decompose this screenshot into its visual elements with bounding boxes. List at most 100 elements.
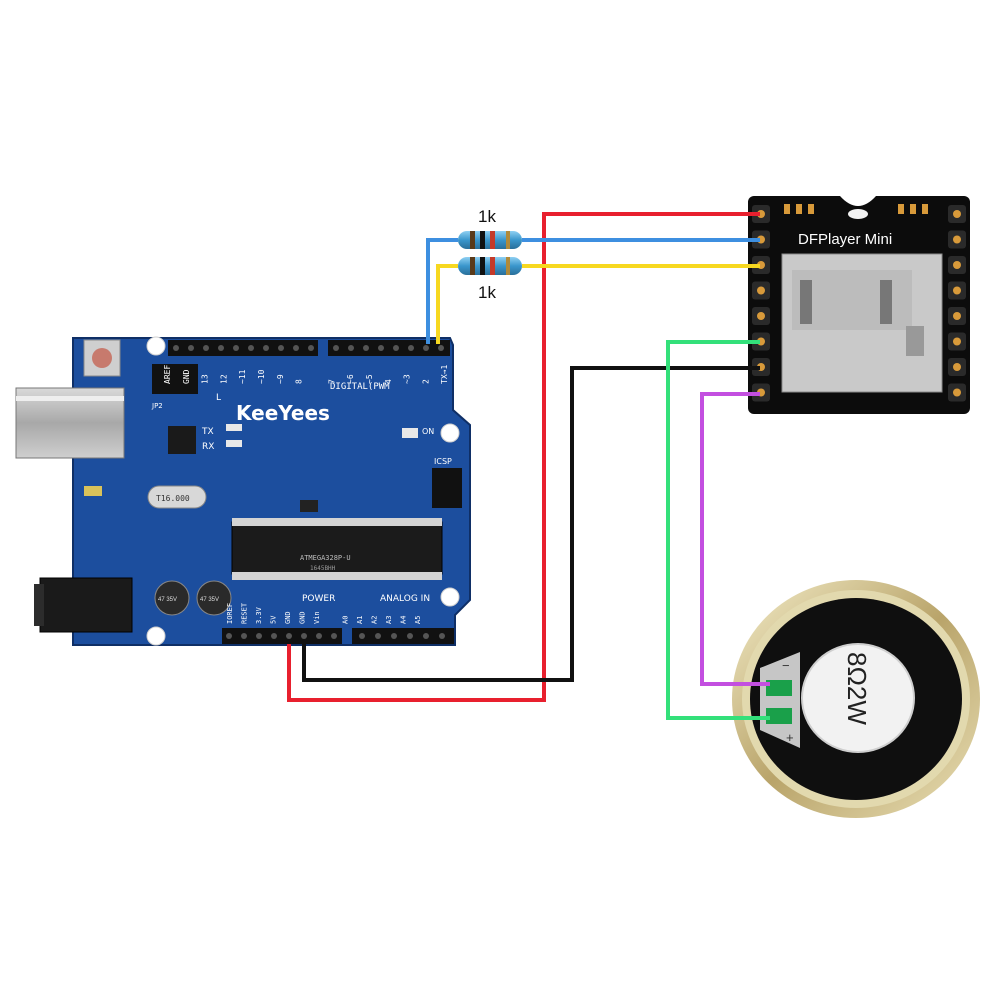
crystal <box>147 485 207 509</box>
pin-label-top: GND <box>182 369 191 384</box>
wire-green-spk2 <box>666 340 770 720</box>
header-hole <box>438 345 444 351</box>
capacitor-marking: 47 35V <box>200 597 219 603</box>
speaker-terminal-pad <box>766 680 792 696</box>
header-hole <box>226 633 232 639</box>
pin-label-bottom: GND <box>299 611 307 624</box>
power-jack-lip <box>34 584 44 626</box>
module-pin <box>953 210 961 218</box>
mount-hole <box>146 626 166 646</box>
pin-label-top: 4 <box>384 379 393 384</box>
module-pin <box>953 286 961 295</box>
tx-label: TX <box>201 427 214 437</box>
speaker-rating: 8Ω2W <box>842 652 872 725</box>
rx-led <box>226 440 242 447</box>
chip-batch: 1645BHH <box>310 565 336 572</box>
pin-label-top: TX→1 <box>440 365 449 384</box>
icsp-label: ICSP <box>434 457 452 466</box>
pin-label-bottom: GND <box>284 611 292 624</box>
pin-label-top: 7 <box>327 379 336 384</box>
pin-label-bottom: IOREF <box>226 603 234 624</box>
module-pin <box>757 286 765 295</box>
l-led-label: L <box>216 393 221 403</box>
header-hole <box>301 633 307 639</box>
header-hole <box>408 345 414 351</box>
module-top-pads <box>784 204 928 214</box>
sd-contact <box>800 280 812 324</box>
pin-label-top: ~9 <box>276 374 285 384</box>
crystal-marking: T16.000 <box>156 494 190 503</box>
header-hole <box>423 633 429 639</box>
header-hole <box>248 345 254 351</box>
pin-label-bottom: Vin <box>313 611 321 624</box>
module-pin <box>953 337 961 346</box>
mount-hole <box>440 423 460 443</box>
pin-label-bottom: A3 <box>385 616 393 624</box>
wires <box>287 212 770 720</box>
header-hole <box>331 633 337 639</box>
header-hole <box>363 345 369 351</box>
pin-label-bottom: A1 <box>356 616 364 624</box>
wire-blue-tx <box>426 238 458 344</box>
module-pin <box>757 312 765 320</box>
header-hole <box>188 345 194 351</box>
power-label: POWER <box>302 594 335 604</box>
pin-label-bottom: 5V <box>270 615 278 624</box>
speaker-minus: − <box>782 658 790 673</box>
header-top-left <box>168 340 318 356</box>
atmega-chip <box>231 521 443 575</box>
rx-label: RX <box>202 442 214 452</box>
pin-label-bottom: A5 <box>414 616 422 624</box>
module-pin <box>953 363 961 371</box>
pin-label-top: ~5 <box>365 374 374 384</box>
header-hole <box>316 633 322 639</box>
header-hole <box>393 345 399 351</box>
brand-logo: KeeYees <box>236 401 330 425</box>
pin-label-top: 2 <box>421 379 430 384</box>
header-power <box>222 628 342 644</box>
on-led <box>402 428 418 438</box>
header-hole <box>203 345 209 351</box>
jp2-header <box>152 364 198 394</box>
header-hole <box>278 345 284 351</box>
wire-purple-spk1 <box>700 392 770 686</box>
pin-label-bottom: A2 <box>371 616 379 624</box>
module-pin <box>953 261 961 269</box>
pin-label-top: 13 <box>201 374 210 384</box>
sd-latch <box>906 326 924 356</box>
reset-button-cap <box>92 348 112 368</box>
usb-chip <box>168 426 196 454</box>
dfplayer-module: DFPlayer Mini <box>748 196 970 414</box>
header-hole <box>218 345 224 351</box>
module-pin <box>953 312 961 320</box>
usb-highlight <box>16 396 124 401</box>
header-hole <box>173 345 179 351</box>
pin-label-bottom: RESET <box>241 602 249 624</box>
pin-label-top: AREF <box>163 365 172 384</box>
module-pin <box>953 235 961 244</box>
capacitor-marking: 47 35V <box>158 597 177 603</box>
tx-led <box>226 424 242 431</box>
pin-label-bottom: A4 <box>400 616 408 624</box>
icsp-header <box>432 468 462 508</box>
module-led <box>848 209 868 219</box>
module-notch <box>840 196 876 206</box>
module-right-pins <box>948 205 966 402</box>
header-hole <box>241 633 247 639</box>
pin-label-bottom: A0 <box>342 616 350 624</box>
chip-marking: ATMEGA328P-U <box>300 554 351 562</box>
header-hole <box>407 633 413 639</box>
sd-contact <box>880 280 892 324</box>
module-left-pins <box>752 205 770 402</box>
pin-label-top: ~6 <box>346 374 355 384</box>
header-hole <box>256 633 262 639</box>
pin-label-top: ~3 <box>403 374 412 384</box>
module-title: DFPlayer Mini <box>798 231 892 248</box>
header-hole <box>263 345 269 351</box>
header-hole <box>375 633 381 639</box>
capacitor <box>154 580 190 616</box>
